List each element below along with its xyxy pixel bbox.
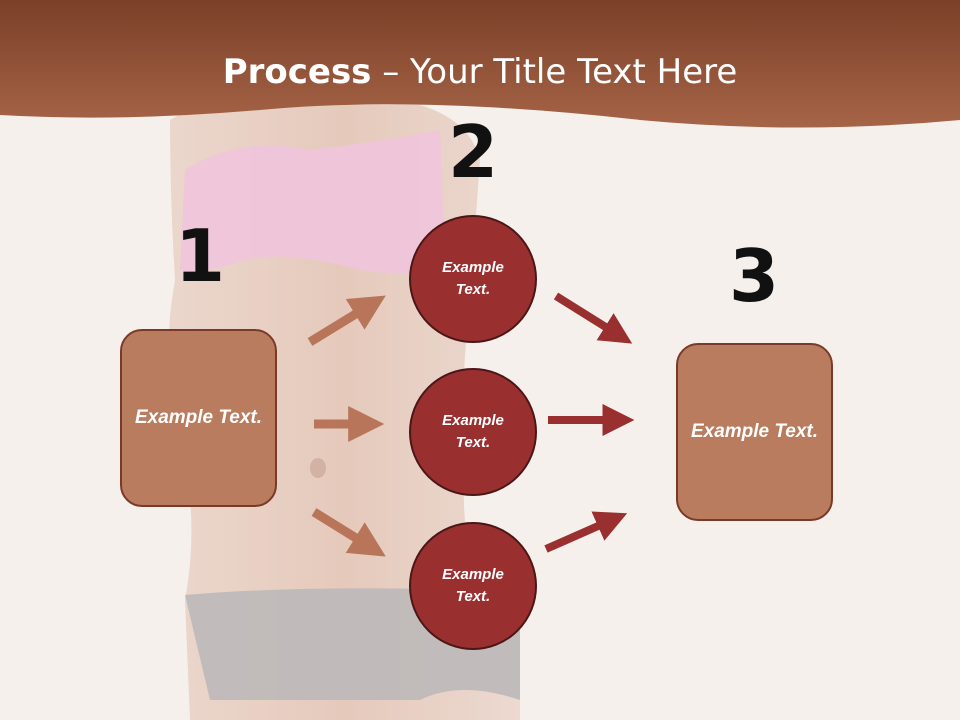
arrow-left-to-top	[307, 295, 386, 346]
title-rest: – Your Title Text Here	[371, 52, 738, 92]
arrow-left-to-bottom	[311, 508, 386, 557]
step-number-2: 2	[447, 110, 499, 194]
step-number-3: 3	[728, 234, 780, 318]
step-number-1: 1	[174, 214, 226, 298]
slide-title: Process – Your Title Text Here	[0, 52, 960, 92]
left-box: Example Text.	[120, 329, 277, 507]
circle-bottom: Example Text.	[409, 522, 537, 650]
circle-top: Example Text.	[409, 215, 537, 343]
arrow-top-to-right	[553, 292, 633, 344]
header-band	[0, 0, 960, 128]
circle-middle: Example Text.	[409, 368, 537, 496]
title-bold: Process	[222, 52, 372, 92]
right-box: Example Text.	[676, 343, 833, 521]
arrow-bottom-to-right	[544, 511, 628, 553]
